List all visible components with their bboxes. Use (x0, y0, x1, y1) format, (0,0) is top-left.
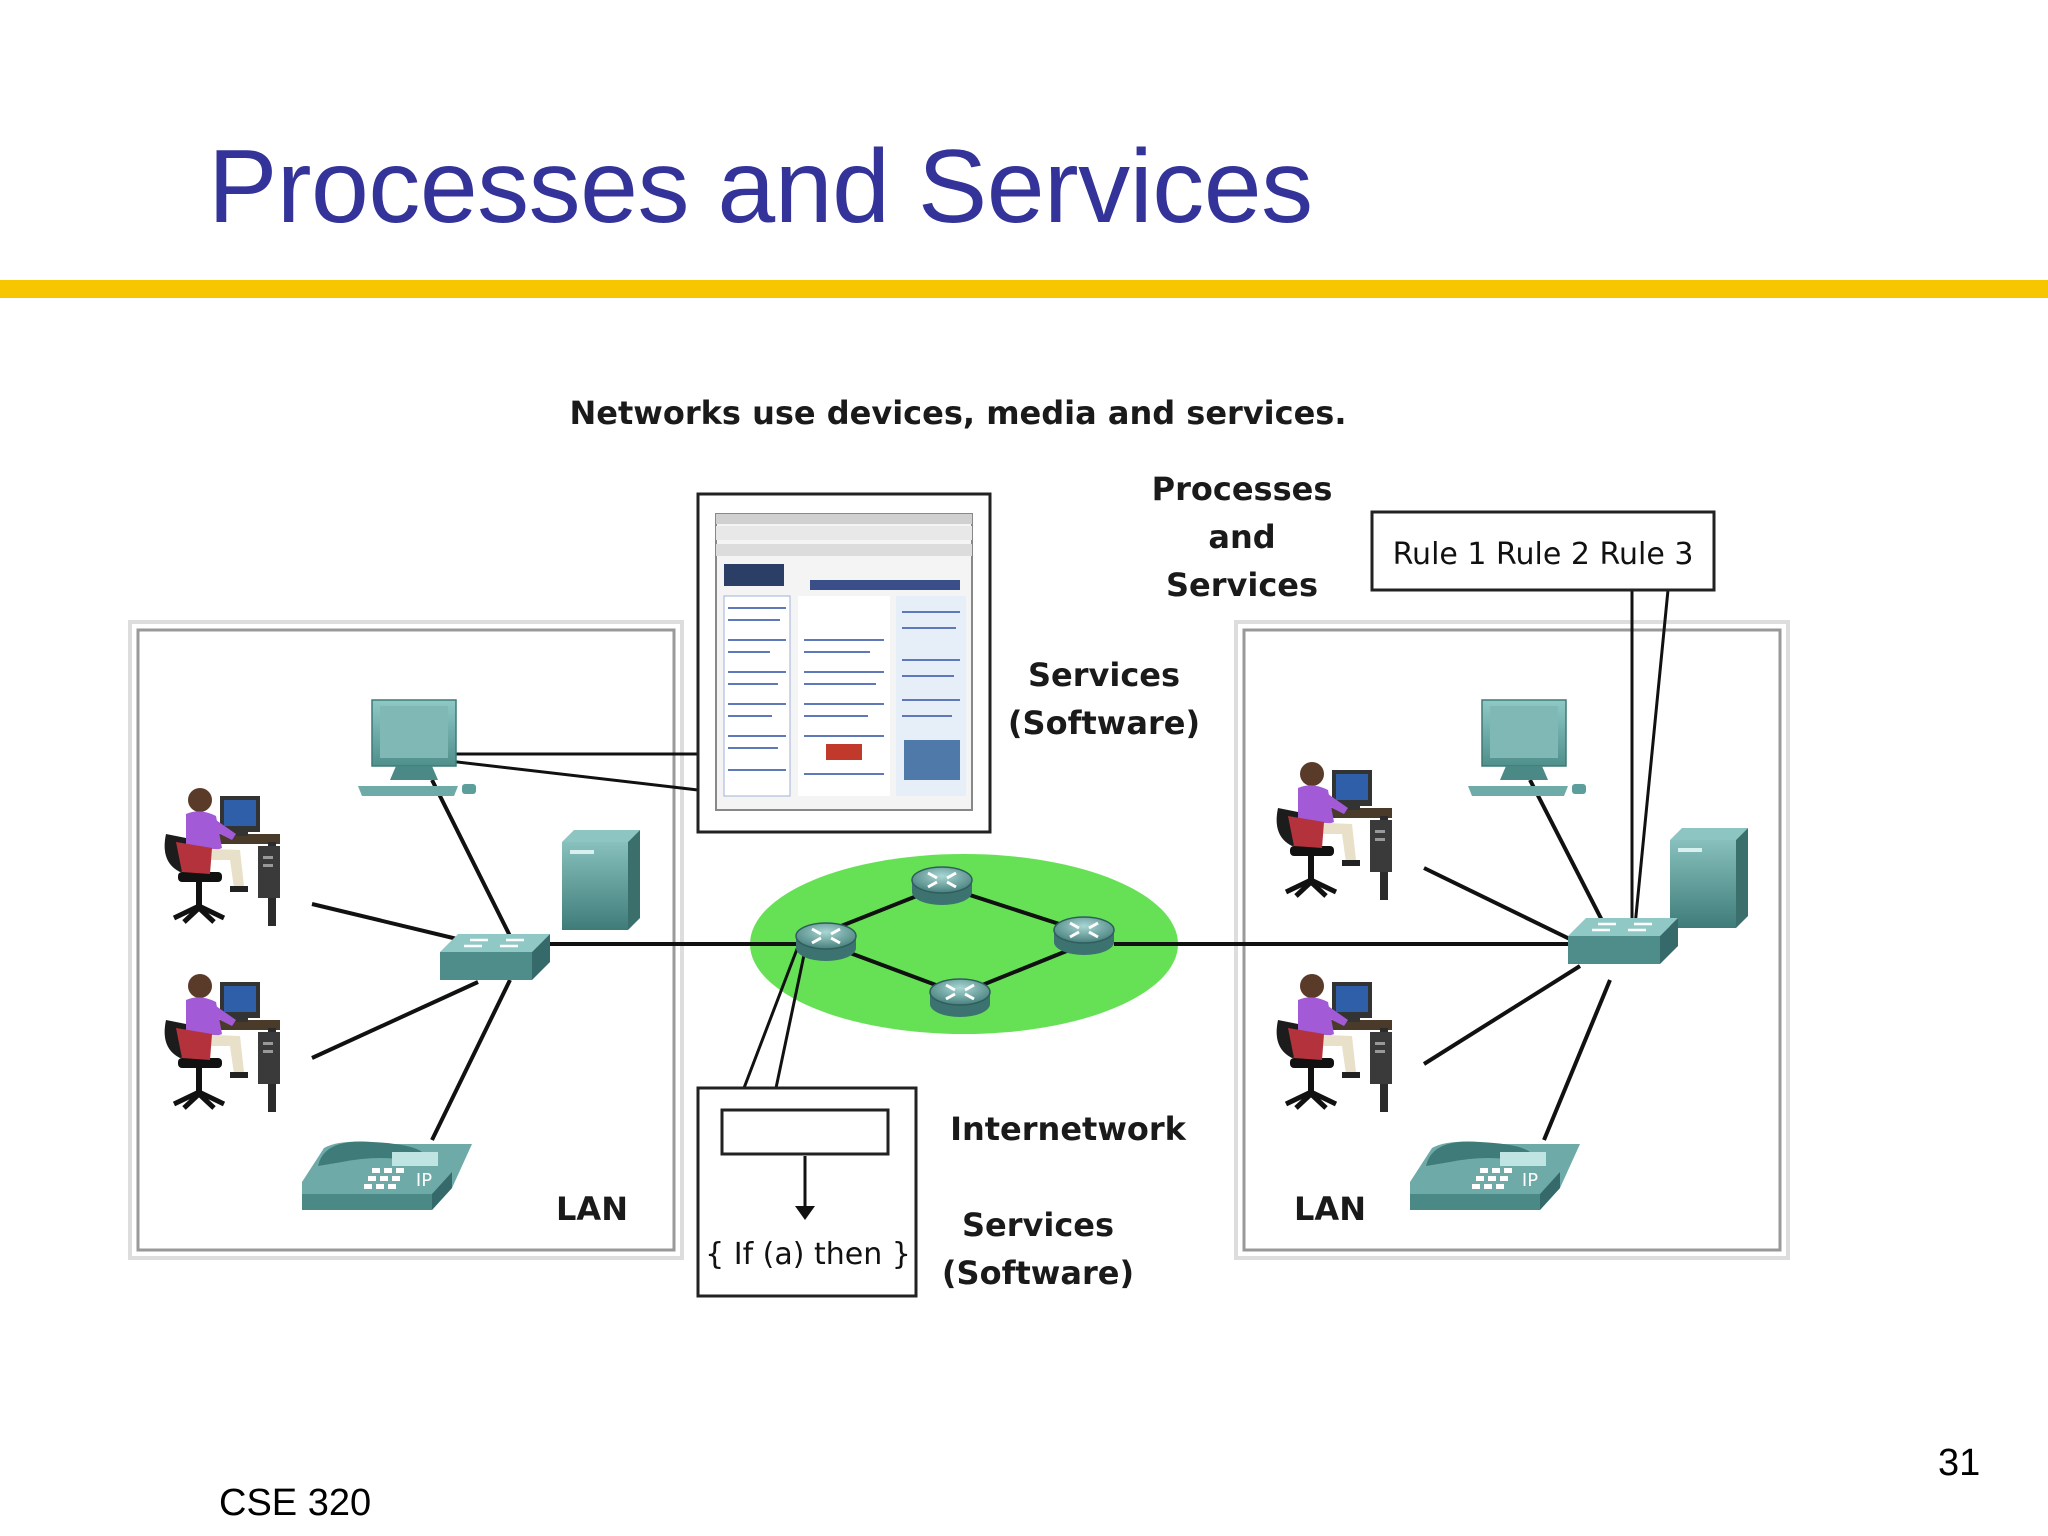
switch-icon (1566, 916, 1680, 966)
diagram-caption: Networks use devices, media and services… (569, 394, 1346, 432)
lan-left-label: LAN (556, 1190, 628, 1228)
router-icon (794, 921, 858, 963)
server-icon (1670, 828, 1748, 928)
ip-phone-tag: IP (416, 1170, 432, 1191)
slide-title: Processes and Services (208, 129, 1313, 245)
router-icon (928, 977, 992, 1019)
router-icon (1052, 915, 1116, 957)
services-top-line1: Services (1028, 656, 1180, 694)
lan-right-label: LAN (1294, 1190, 1366, 1228)
services-bottom-line2: (Software) (942, 1254, 1134, 1292)
page-number: 31 (1938, 1442, 1981, 1484)
processes-label-line2: and (1208, 518, 1275, 556)
processes-label-line1: Processes (1152, 470, 1333, 508)
ip-phone-tag: IP (1522, 1170, 1538, 1191)
router-icon (910, 865, 974, 907)
switch-icon (438, 932, 552, 982)
services-bottom-line1: Services (962, 1206, 1114, 1244)
footer-course-label: CSE 320 (219, 1482, 372, 1524)
internetwork-label: Internetwork (950, 1110, 1187, 1148)
code-label: { If (a) then } (705, 1237, 911, 1272)
rules-callout-box (1370, 510, 1716, 592)
web-browser-window-icon (696, 492, 992, 834)
internetwork-cloud (750, 854, 1178, 1034)
server-icon (562, 830, 640, 930)
services-top-line2: (Software) (1008, 704, 1200, 742)
title-accent-bar (0, 280, 2048, 298)
processes-label-line3: Services (1166, 566, 1318, 604)
rules-label: Rule 1 Rule 2 Rule 3 (1393, 537, 1694, 572)
